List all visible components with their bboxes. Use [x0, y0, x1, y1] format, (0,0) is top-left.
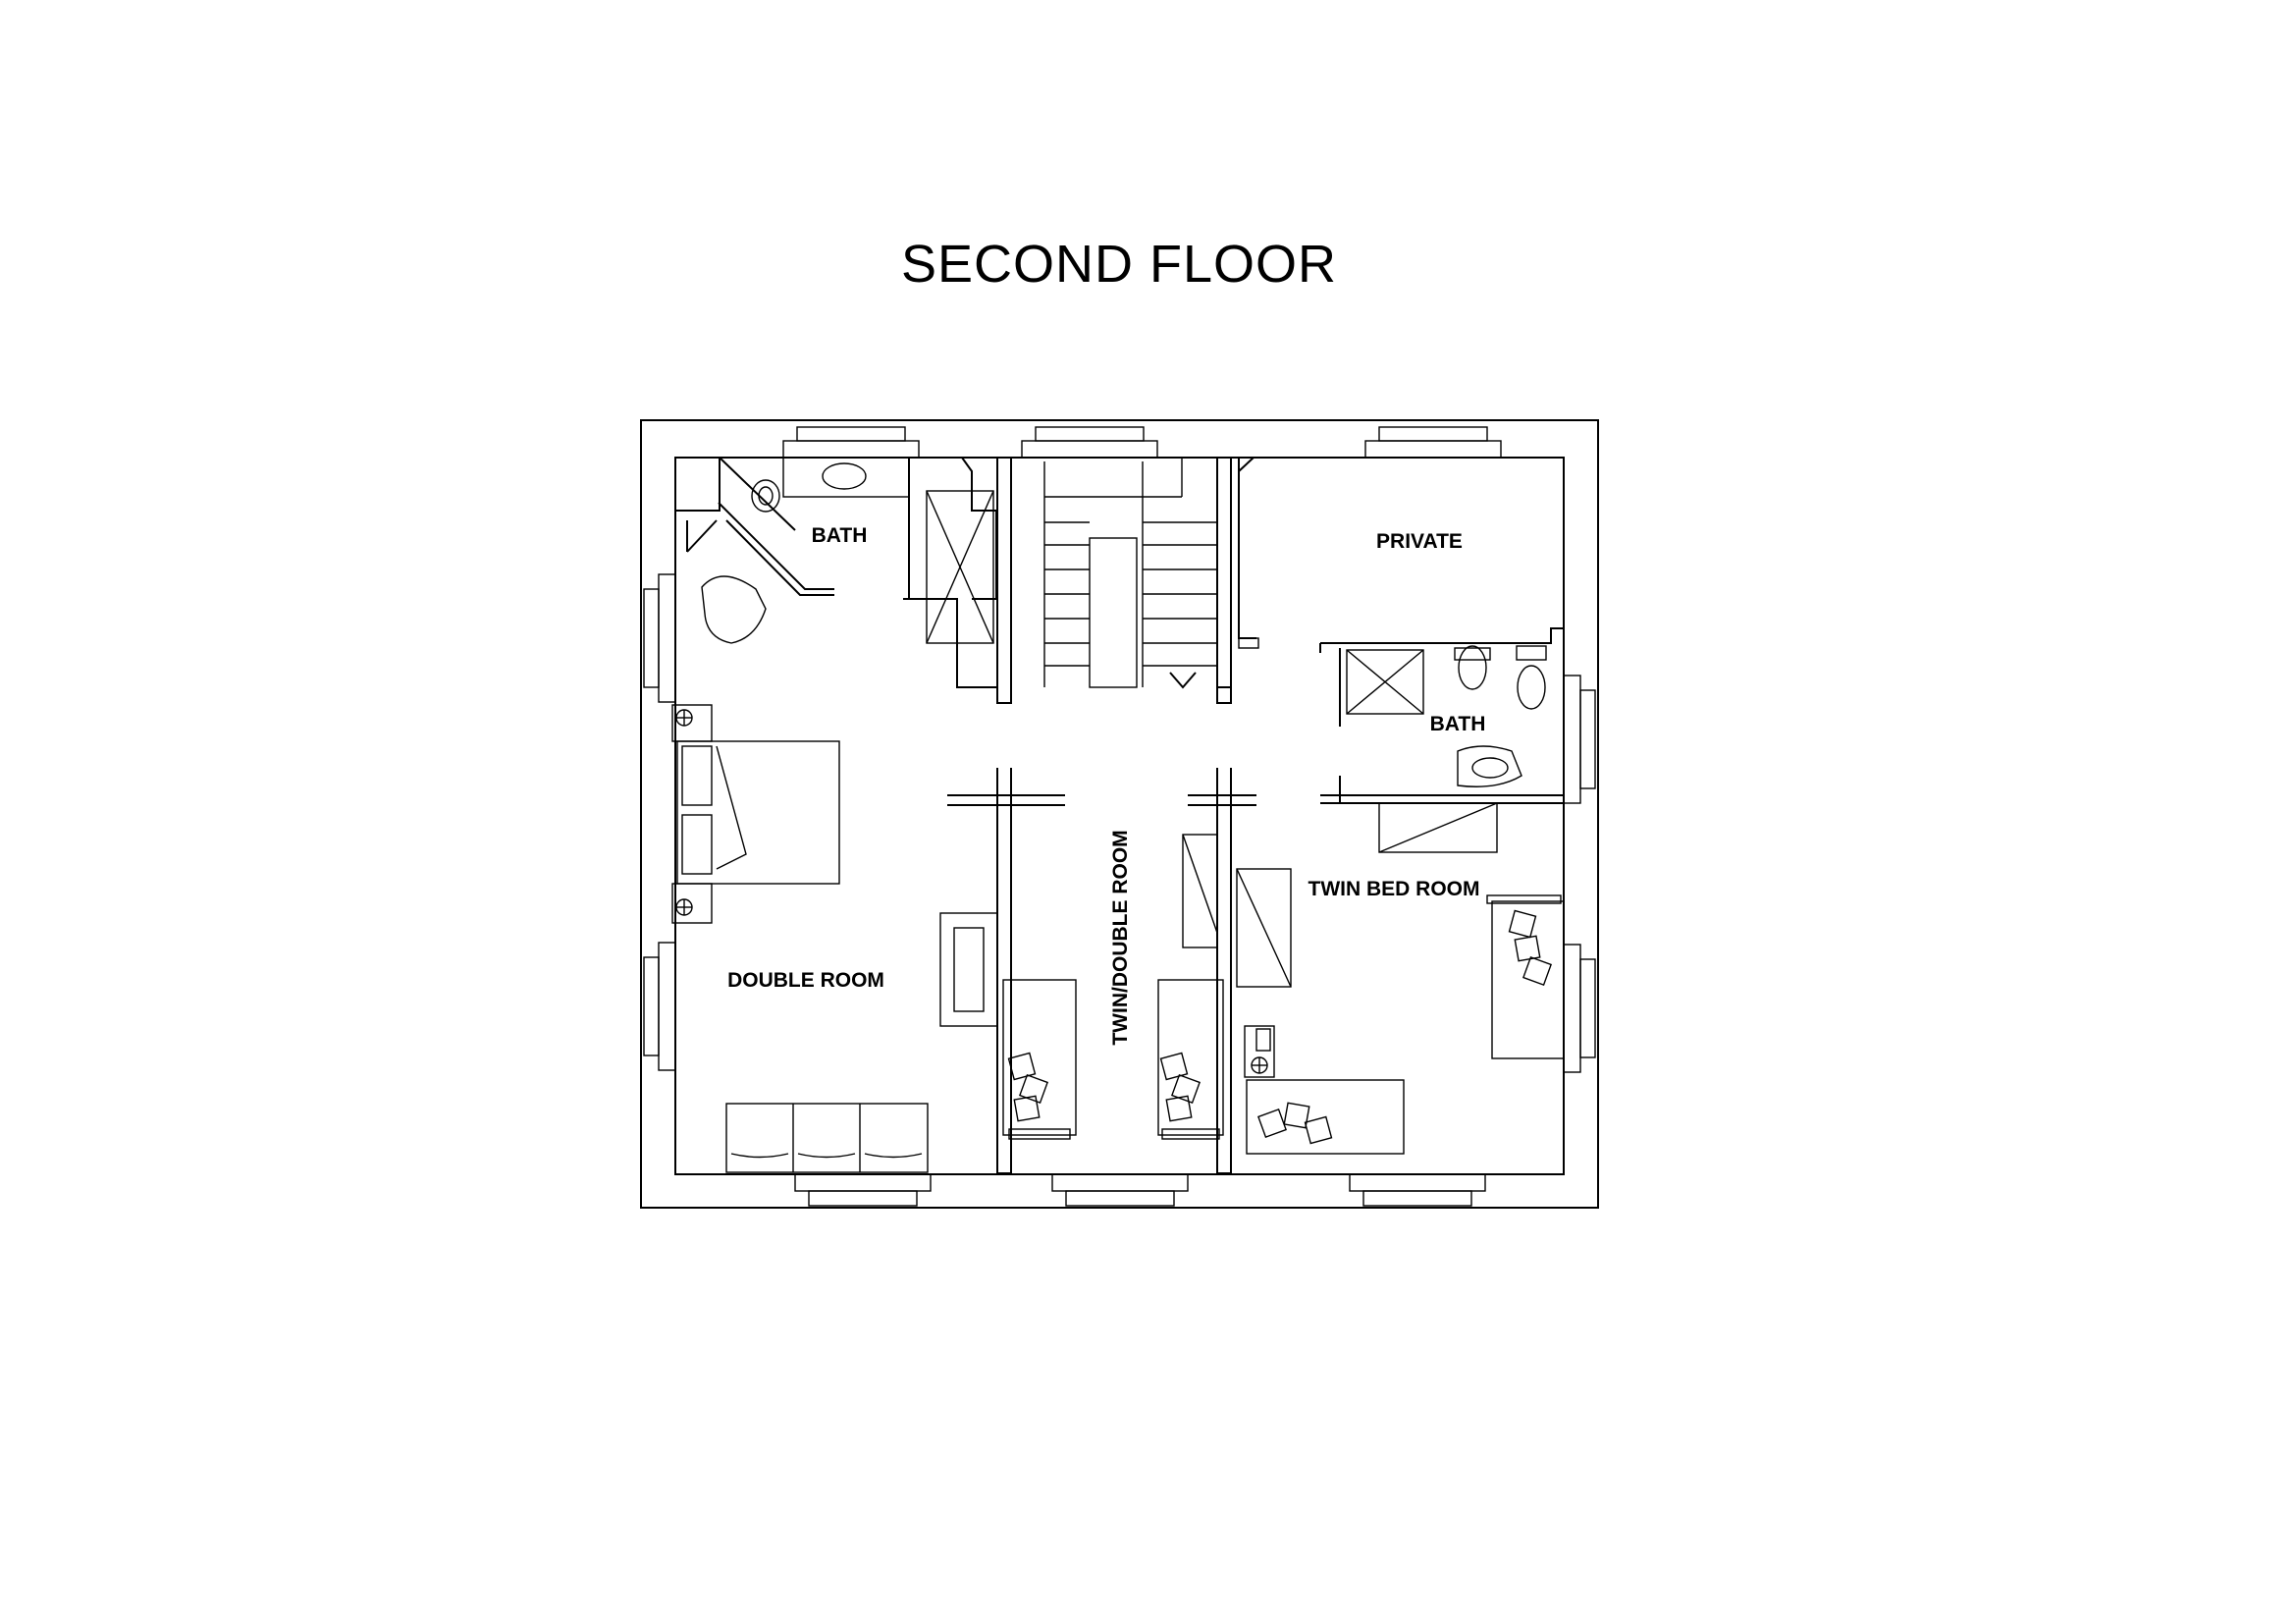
room-label-private: PRIVATE [1376, 530, 1463, 553]
room-label-double-room: DOUBLE ROOM [727, 969, 884, 992]
page-title: SECOND FLOOR [900, 235, 1338, 294]
interior-walls [675, 457, 1565, 1174]
room-label-bath-right: BATH [1430, 713, 1486, 735]
room-label-twin-double-room: TWIN/DOUBLE ROOM [1109, 830, 1132, 1045]
room-label-bath-left: BATH [812, 524, 868, 547]
room-label-twin-bed-room: TWIN BED ROOM [1308, 878, 1480, 900]
furniture [671, 462, 1565, 1173]
